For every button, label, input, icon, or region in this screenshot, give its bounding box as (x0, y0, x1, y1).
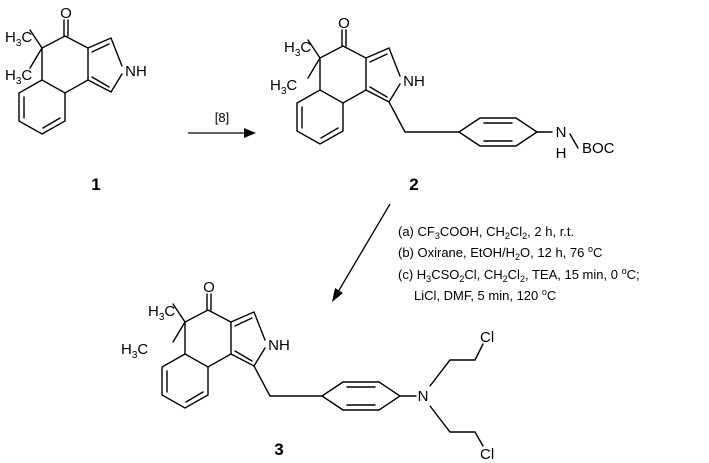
step-1-arrowhead (244, 128, 256, 138)
compound-1-oxygen-label: O (60, 5, 72, 22)
compound-2-number: 2 (409, 175, 418, 194)
compound-1-methyl-label-bottom: H3C (5, 67, 32, 87)
step-2-arrowhead (332, 288, 343, 302)
compound-3-methyl-label-bottom: H3C (121, 341, 148, 361)
compound-2-methyl-label-top: H3C (284, 39, 311, 59)
compound-1-structure (18, 19, 123, 135)
compound-2-n-boc-bond (569, 133, 579, 149)
compound-2-nh-h-label: H (556, 145, 567, 162)
compound-3-oxygen-label: O (203, 279, 215, 296)
compound-2-oxygen-label: O (338, 15, 350, 32)
condition-b: (b) Oxirane, EtOH/H2O, 12 h, 76 oC (398, 244, 602, 262)
compound-2-nh-label: NH (403, 73, 425, 90)
compound-1-methyl-label-top: H3C (5, 29, 32, 49)
compound-2-methyl-label-bottom: H3C (270, 77, 297, 97)
compound-2-structure (296, 29, 553, 147)
compound-3-nitrogen-label: N (418, 388, 429, 405)
compound-2-boc-label: BOC (582, 140, 615, 157)
condition-c-line-2: LiCl, DMF, 5 min, 120 oC (414, 287, 556, 303)
condition-a: (a) CF3COOH, CH2Cl2, 2 h, r.t. (398, 224, 574, 241)
reaction-conditions: (a) CF3COOH, CH2Cl2, 2 h, r.t. (b) Oxira… (398, 224, 640, 303)
compound-1-nh-label: NH (125, 63, 147, 80)
compound-1-number: 1 (91, 175, 100, 194)
compound-3-methyl-label-top: H3C (148, 303, 175, 323)
compound-2-nh-n-label: N (556, 124, 567, 141)
step-2-arrow (337, 203, 391, 293)
compound-3-chlorine-label-bottom: Cl (480, 446, 494, 463)
compound-3-number: 3 (274, 440, 283, 459)
step-1-reference: [8] (215, 110, 229, 125)
condition-c-line-1: (c) H3CSO2Cl, CH2Cl2, TEA, 15 min, 0 oC; (398, 266, 640, 284)
compound-3-nh-label: NH (268, 337, 290, 354)
compound-3-structure (161, 293, 484, 447)
compound-3-chlorine-label-top: Cl (480, 329, 494, 346)
